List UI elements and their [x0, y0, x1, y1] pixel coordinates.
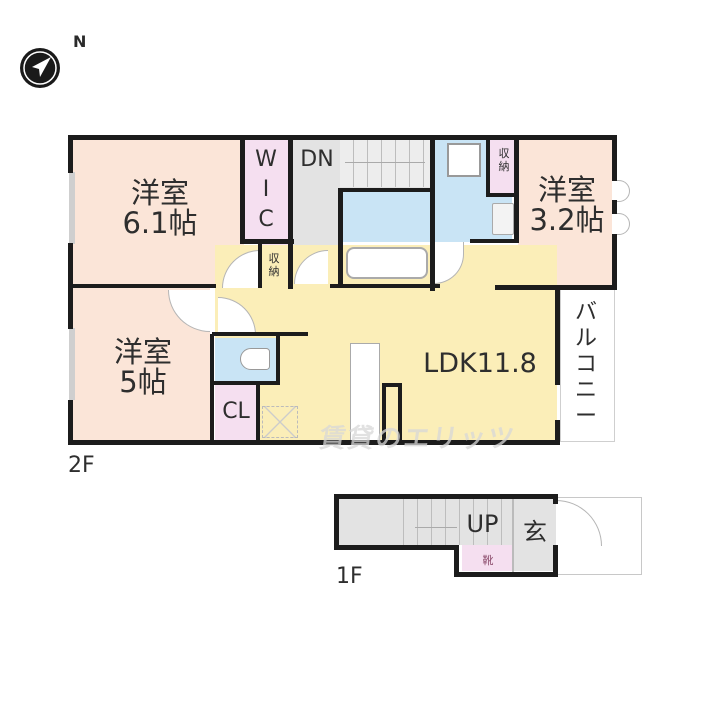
wall: [398, 383, 402, 443]
compass-north-arrow-icon: [20, 48, 60, 88]
western-room-2-label: 洋室 3.2帖: [522, 175, 612, 236]
wall: [430, 139, 435, 291]
wall: [454, 545, 459, 576]
wall: [486, 139, 490, 197]
stairs-dn-label: DN: [300, 147, 334, 172]
room-type: 洋室: [130, 176, 189, 210]
wall: [240, 239, 294, 244]
room-size: 6.1帖: [122, 206, 198, 241]
stair-treads: [340, 139, 430, 187]
closet-label: CL: [222, 399, 250, 424]
wall: [68, 135, 616, 140]
washing-machine: [447, 143, 481, 177]
wall: [330, 284, 440, 288]
stairs-up-arrow: [415, 527, 457, 528]
storage-2-label: 収 納: [498, 147, 510, 173]
wall: [288, 139, 293, 289]
wall: [514, 139, 519, 243]
wall: [68, 400, 73, 445]
wall: [334, 545, 458, 550]
wall: [212, 332, 308, 336]
stairs-down-arrow: [345, 162, 425, 163]
kitchen-counter: [350, 343, 380, 442]
stair-treads: [390, 497, 510, 545]
compass: N: [16, 32, 106, 96]
wall: [338, 188, 343, 288]
wall: [334, 494, 558, 499]
wall: [555, 420, 560, 445]
window-door: [614, 213, 630, 235]
shoe-box-area: [462, 545, 514, 571]
window: [69, 172, 75, 244]
shoe-box-label: 靴: [482, 554, 494, 567]
floor-label-1f: 1F: [336, 564, 363, 589]
stairs-up-label: UP: [466, 510, 499, 538]
wall: [612, 135, 617, 181]
wall: [470, 239, 518, 243]
wic-area: [244, 139, 290, 242]
entrance-area: [514, 497, 556, 571]
wall: [338, 188, 430, 192]
wall: [382, 383, 386, 443]
wall: [210, 334, 214, 444]
toilet-fixture: [240, 348, 270, 370]
ldk-label: LDK11.8: [423, 348, 537, 379]
wall: [68, 135, 73, 173]
wall: [334, 494, 339, 549]
storage-2-area: [490, 139, 518, 195]
wall: [454, 572, 558, 577]
western-room-3-label: 洋室 5帖: [78, 337, 208, 398]
wall: [68, 284, 216, 288]
room-size: 5帖: [119, 365, 167, 400]
divider: [512, 499, 514, 572]
wall: [68, 440, 560, 445]
wall: [212, 381, 280, 385]
wall: [612, 234, 617, 289]
window: [69, 328, 75, 400]
watermark: 賃貸のエリッツ: [317, 424, 518, 454]
bathtub: [346, 247, 428, 279]
entrance-label: 玄: [523, 518, 547, 546]
wall: [276, 334, 280, 384]
wall: [486, 193, 518, 197]
room-type: 洋室: [537, 173, 596, 207]
north-label: N: [73, 32, 87, 51]
wall: [240, 139, 245, 243]
balcony-area: [560, 287, 615, 442]
room-type: 洋室: [113, 335, 172, 369]
balcony-label: バ ル コ ニ ー: [574, 300, 597, 429]
wall: [555, 285, 560, 385]
wall: [553, 545, 558, 577]
wall: [612, 200, 617, 214]
wash-basin: [492, 203, 514, 235]
storage-hatch: [262, 406, 298, 438]
storage-1-label: 収 納: [268, 252, 280, 278]
window-door: [614, 180, 630, 202]
room-size: 3.2帖: [529, 203, 605, 238]
closet-area: [215, 385, 260, 442]
floor-label-2f: 2F: [68, 453, 95, 478]
western-room-1-label: 洋室 6.1帖: [90, 178, 230, 239]
wall: [382, 383, 402, 387]
wall: [258, 244, 262, 288]
wall: [256, 384, 260, 442]
wic-label: W I C: [255, 147, 277, 232]
wall: [553, 494, 558, 504]
